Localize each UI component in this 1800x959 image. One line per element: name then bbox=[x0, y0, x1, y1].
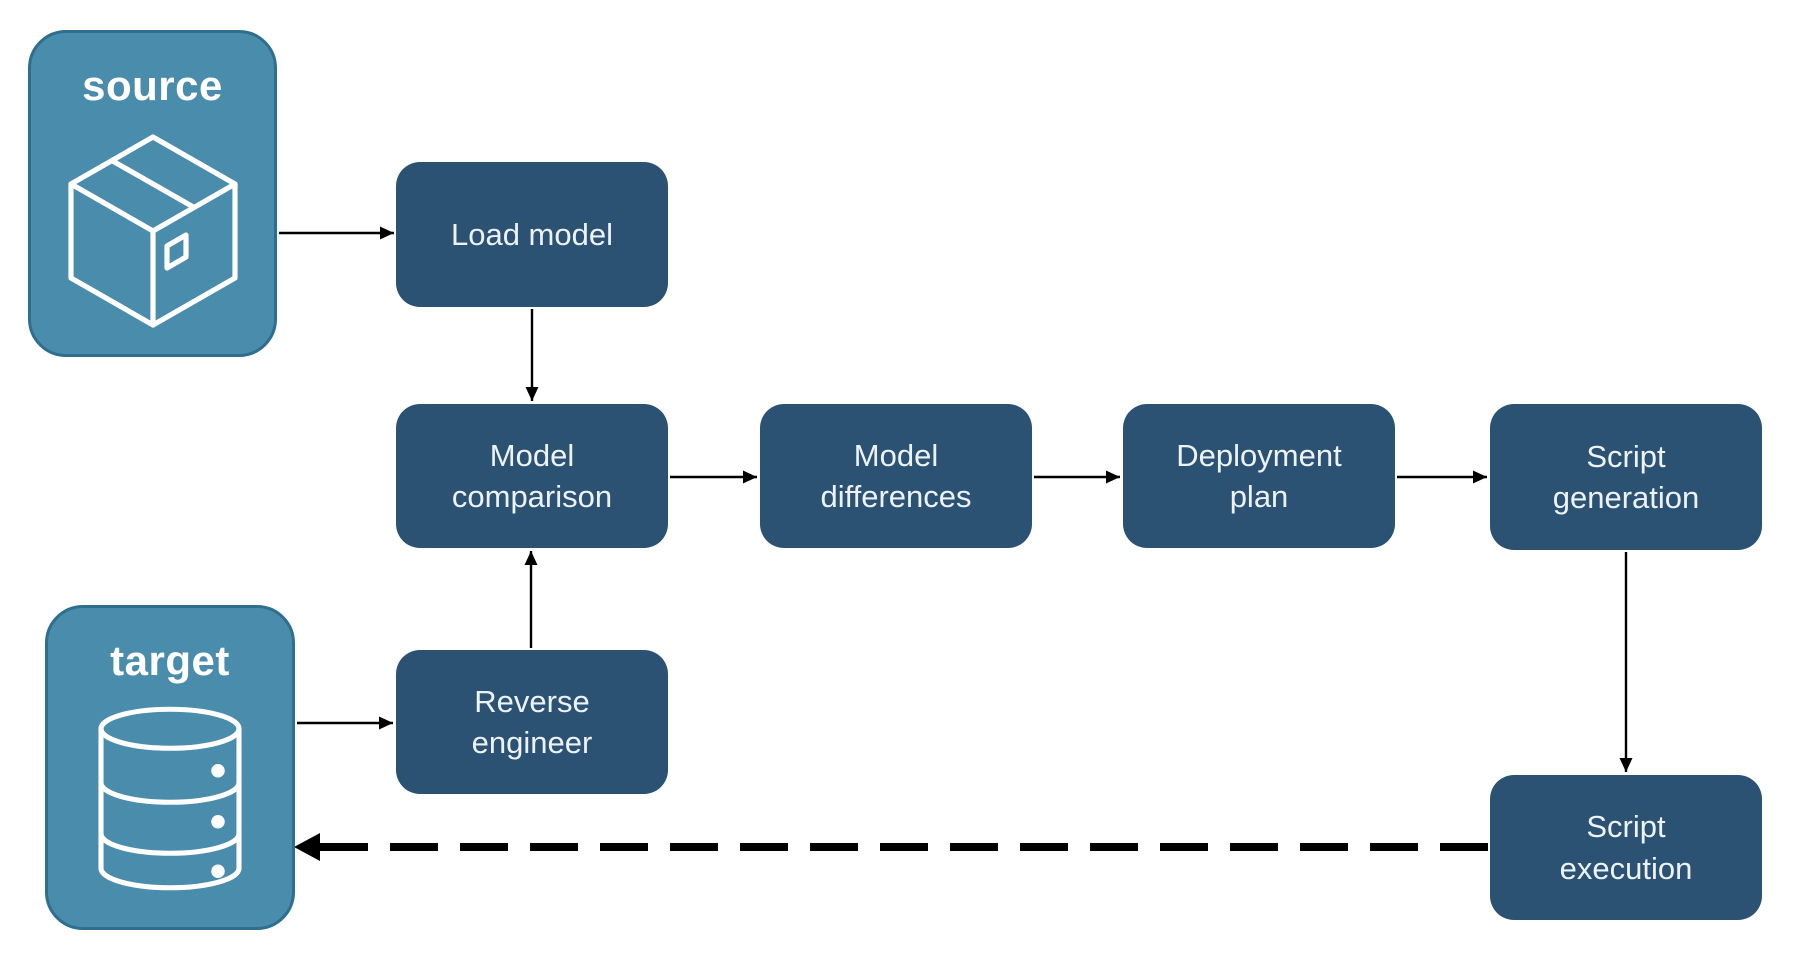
node-model-differences: Model differences bbox=[760, 404, 1032, 548]
database-icon bbox=[98, 707, 242, 891]
node-label: Reverse engineer bbox=[471, 683, 593, 760]
node-reverse-engineer: Reverse engineer bbox=[396, 650, 668, 794]
node-label: Script generation bbox=[1552, 438, 1700, 515]
edge-script-execution-to-target bbox=[294, 833, 1490, 861]
target-label: target bbox=[110, 637, 230, 684]
node-script-generation: Script generation bbox=[1490, 404, 1762, 550]
node-label: Script execution bbox=[1559, 809, 1693, 886]
node-label: Load model bbox=[450, 216, 613, 252]
node-model-comparison: Model comparison bbox=[396, 404, 668, 548]
node-label: Model differences bbox=[820, 437, 972, 514]
endpoint-target: target bbox=[45, 605, 295, 930]
node-script-execution: Script execution bbox=[1490, 775, 1762, 920]
node-label: Deployment plan bbox=[1176, 437, 1342, 514]
node-load-model: Load model bbox=[396, 162, 668, 307]
node-label: Model comparison bbox=[451, 437, 613, 514]
endpoint-source: source bbox=[28, 30, 277, 357]
package-icon bbox=[67, 134, 238, 328]
source-label: source bbox=[82, 62, 223, 109]
node-deployment-plan: Deployment plan bbox=[1123, 404, 1395, 548]
